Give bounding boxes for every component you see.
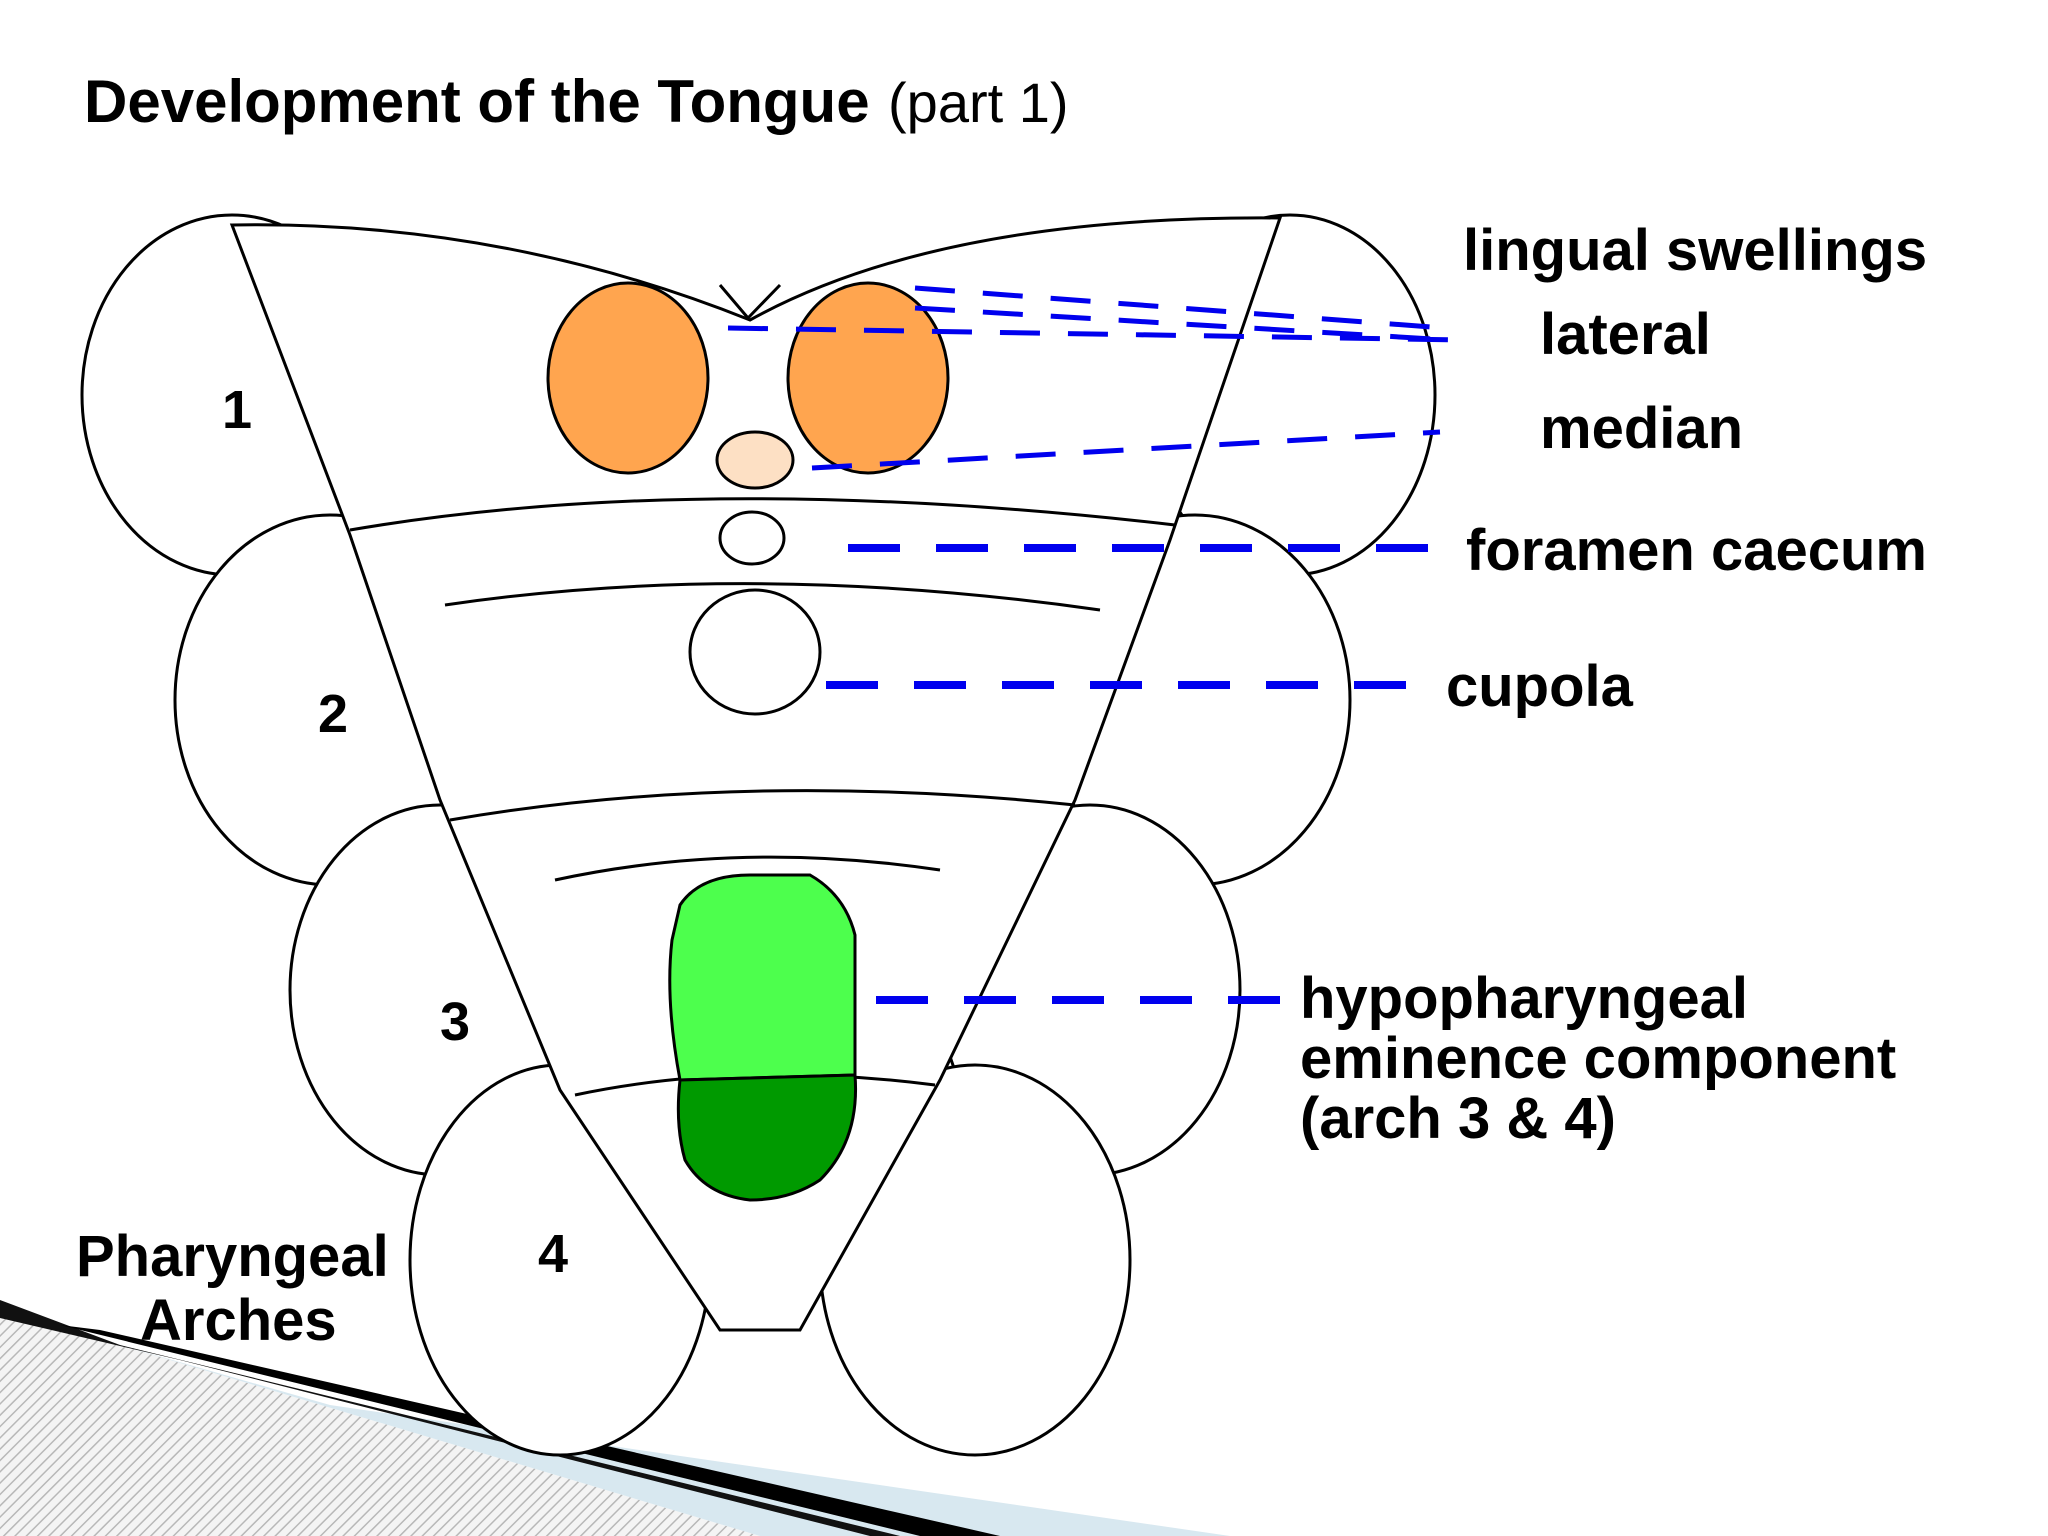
label-lateral: lateral — [1540, 302, 1711, 367]
arch-number-2: 2 — [318, 684, 348, 744]
page-title: Development of the Tongue (part 1) — [84, 68, 1069, 135]
label-hypopharyngeal-line3: (arch 3 & 4) — [1300, 1086, 1616, 1151]
lateral-swelling-left — [548, 283, 708, 473]
label-hypopharyngeal-line1: hypopharyngeal — [1300, 966, 1748, 1031]
median-swelling — [717, 432, 793, 488]
hypopharyngeal-eminence-upper — [670, 875, 855, 1080]
lateral-swelling-right — [788, 283, 948, 473]
arch-number-3: 3 — [440, 992, 470, 1052]
pharyngeal-arches-label-line1: Pharyngeal — [76, 1224, 389, 1289]
arch-number-1: 1 — [222, 380, 252, 440]
label-cupola: cupola — [1446, 654, 1634, 719]
pharyngeal-arches-label-line2: Arches — [140, 1288, 337, 1353]
label-median: median — [1540, 396, 1743, 461]
cupola — [690, 590, 820, 714]
label-hypopharyngeal-line2: eminence component — [1300, 1026, 1896, 1091]
label-lingual-swellings: lingual swellings — [1463, 218, 1927, 283]
arch-number-4: 4 — [538, 1224, 568, 1284]
foramen-caecum — [720, 512, 784, 564]
label-foramen-caecum: foramen caecum — [1466, 518, 1927, 583]
